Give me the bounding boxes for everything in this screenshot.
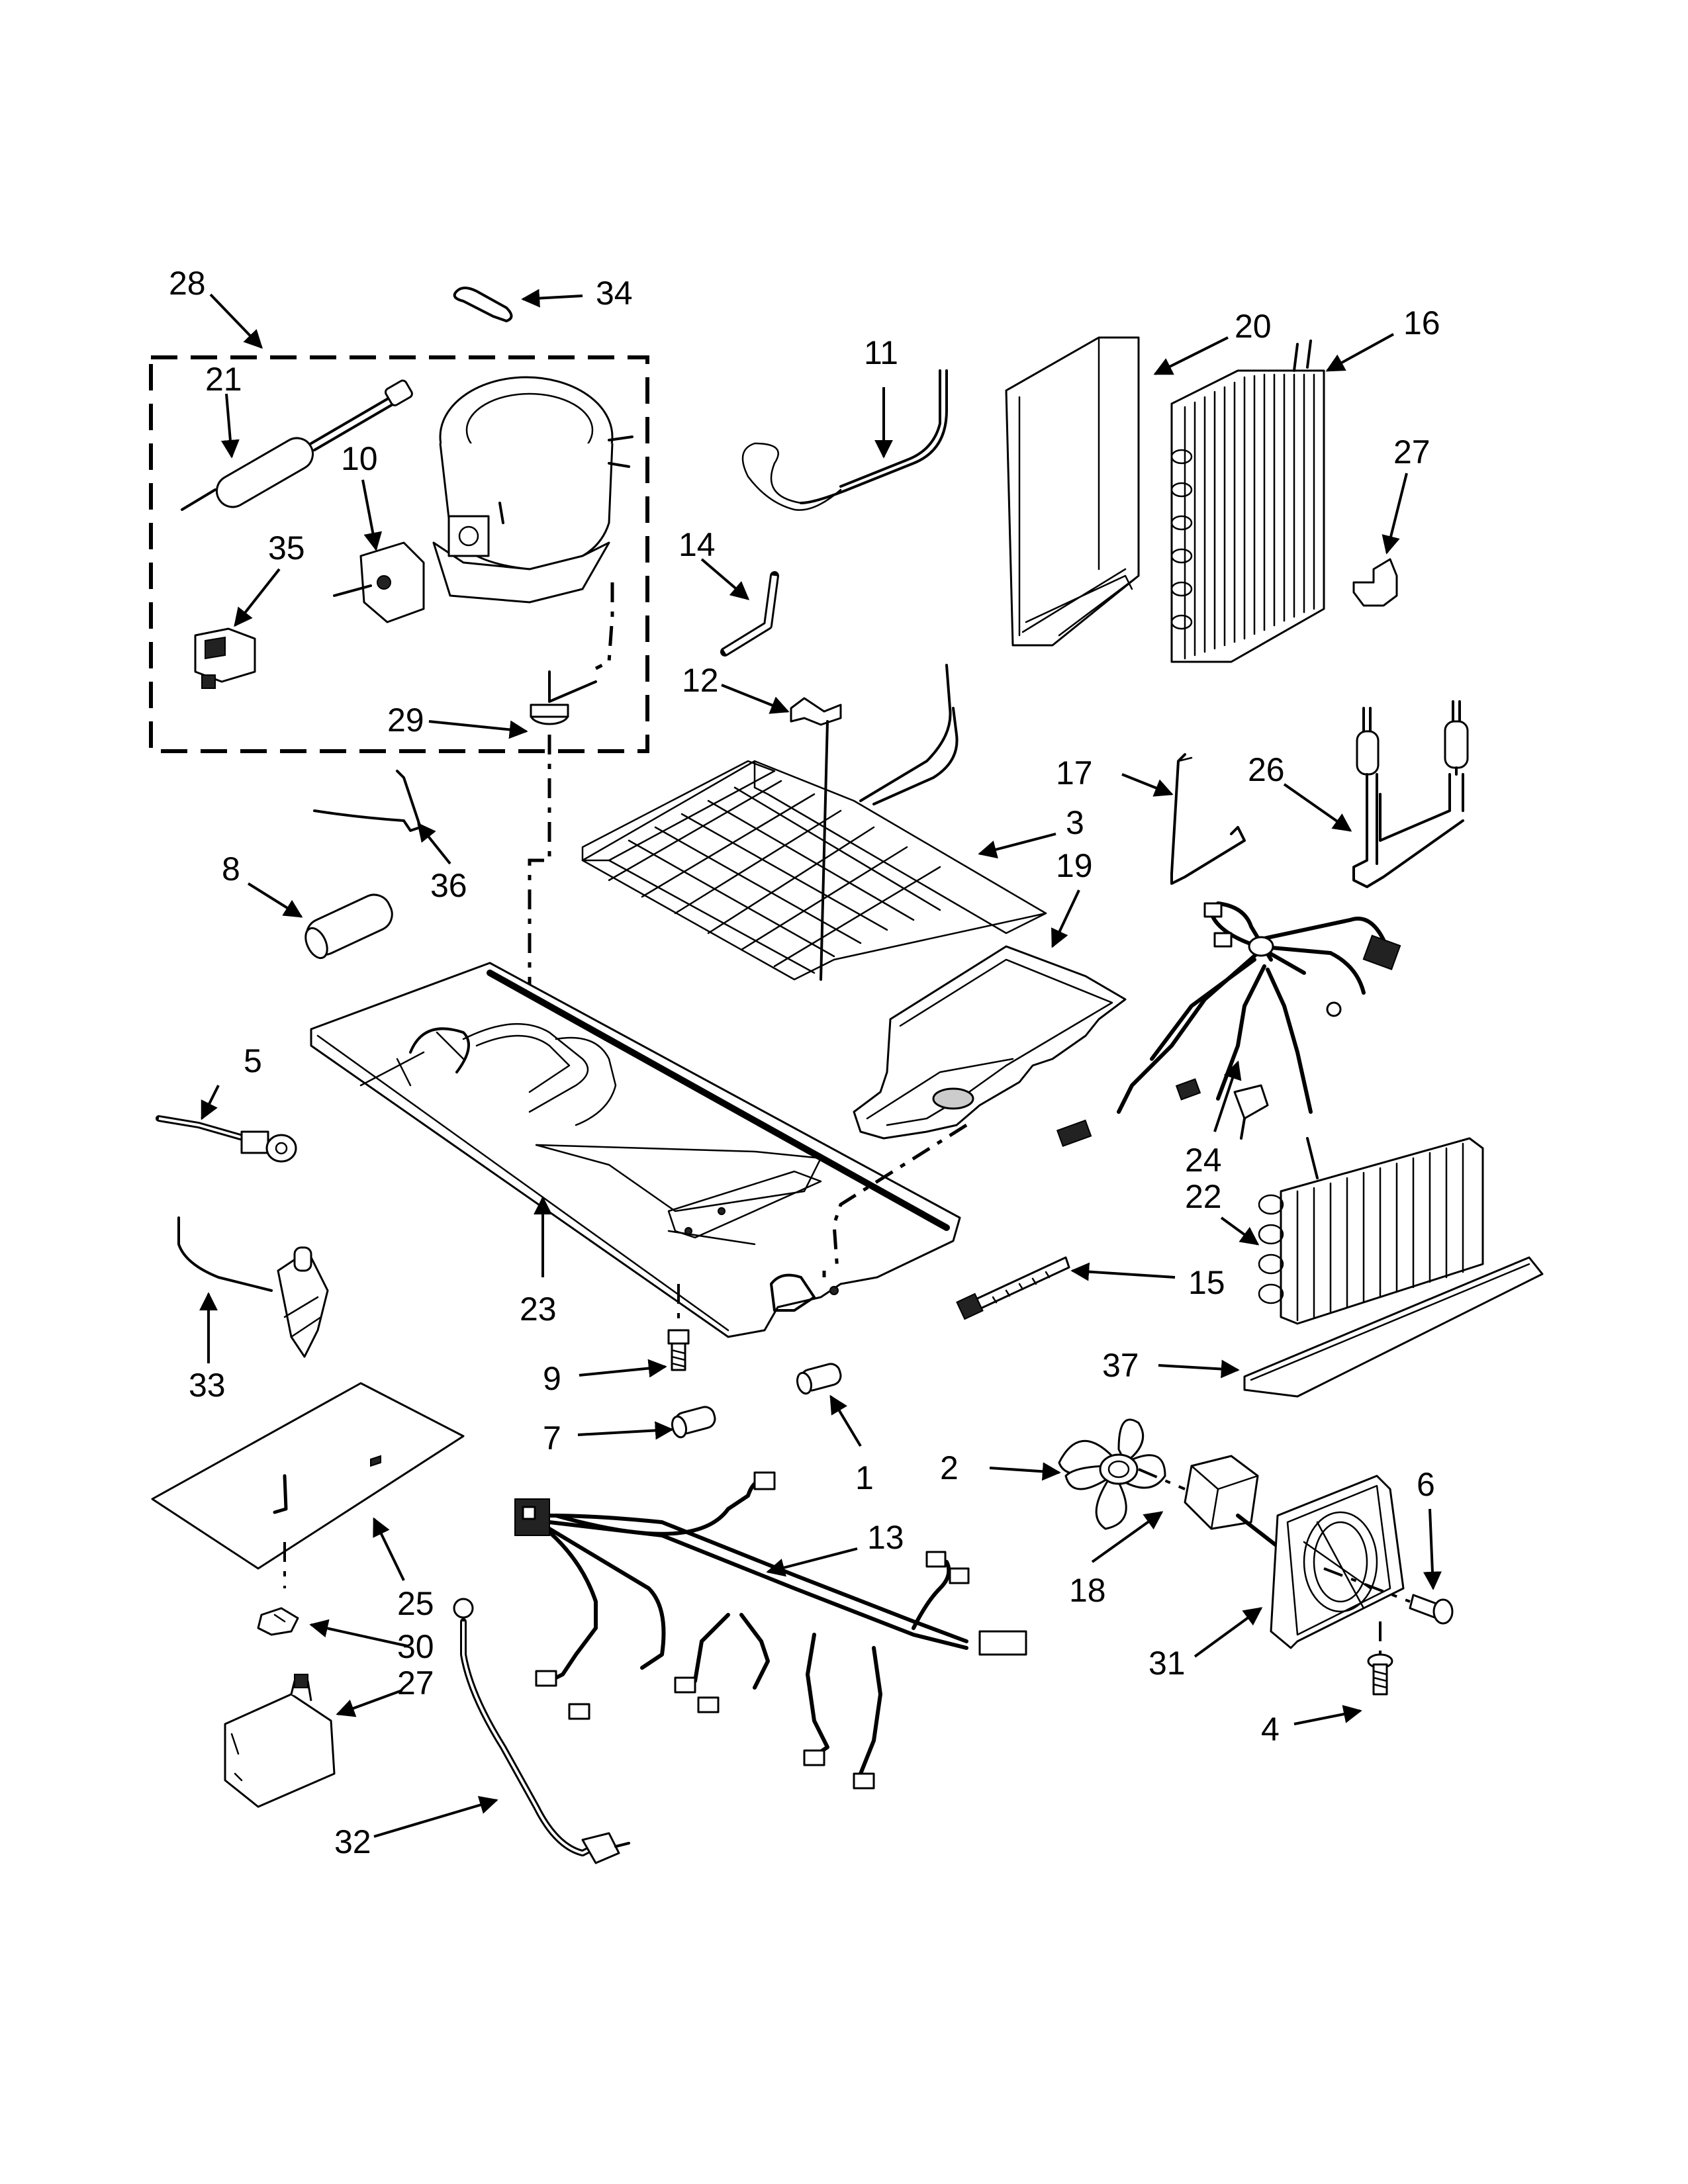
tube-insulation-drawing [305, 893, 393, 960]
callout-18: 18 [1069, 1572, 1106, 1609]
callout-34: 34 [596, 275, 633, 312]
callout-9: 9 [543, 1360, 561, 1397]
thermistor-5-drawing [156, 1115, 297, 1163]
clip-12-drawing [790, 697, 842, 726]
callout-2: 2 [940, 1449, 959, 1486]
callout-labels: 1 2 3 4 5 6 7 8 9 10 11 12 13 14 15 16 1… [169, 265, 1440, 1860]
compressor-kit-boundary [149, 355, 649, 753]
callout-36: 36 [430, 867, 467, 904]
evaporator-drawing [1170, 340, 1325, 663]
clip-30-drawing [257, 1607, 299, 1636]
callout-35: 35 [268, 529, 305, 567]
callout-37: 37 [1102, 1347, 1139, 1384]
screw-9-drawing [667, 1284, 690, 1371]
drain-tube-drawing [741, 369, 948, 511]
callout-5: 5 [244, 1042, 262, 1079]
callout-25: 25 [397, 1585, 434, 1622]
callout-21: 21 [205, 361, 242, 398]
compressor-drawing [432, 376, 633, 604]
callout-16: 16 [1403, 304, 1440, 341]
callout-1: 1 [855, 1459, 874, 1496]
tubing-26-drawing [1352, 700, 1469, 888]
callout-7: 7 [543, 1420, 561, 1457]
filter-drier-drawing [181, 379, 413, 511]
callout-19: 19 [1056, 847, 1093, 884]
bracket-17-drawing [1170, 753, 1246, 885]
callout-8: 8 [222, 850, 240, 887]
baffle-drawing [1243, 1256, 1544, 1398]
callout-23: 23 [520, 1291, 557, 1328]
callout-13: 13 [867, 1519, 904, 1556]
alignment-line-compressor [528, 582, 614, 1178]
condenser-drawing [1258, 1137, 1484, 1325]
grommet-7-drawing [671, 1406, 716, 1439]
strap-drawing [453, 287, 513, 322]
wire-clip-drawing [313, 770, 422, 832]
bushing-1-drawing [796, 1363, 842, 1395]
callout-29: 29 [387, 702, 424, 739]
callout-24: 24 [1185, 1142, 1222, 1179]
callout-4: 4 [1261, 1711, 1280, 1748]
callout-27b: 27 [397, 1664, 434, 1702]
wire-harness-13-drawing [514, 1471, 1027, 1790]
callout-31: 31 [1149, 1645, 1186, 1682]
leader-arrows [199, 289, 1442, 1838]
grommet-drawing [530, 670, 597, 725]
part-drawings [149, 287, 1544, 1864]
cord-32-drawing [453, 1598, 630, 1864]
callout-14: 14 [679, 526, 716, 563]
screw-6-drawing [1323, 1567, 1454, 1625]
callout-22: 22 [1185, 1178, 1222, 1215]
callout-12: 12 [682, 662, 719, 699]
callout-30: 30 [397, 1628, 434, 1665]
screw-4-drawing [1367, 1621, 1393, 1696]
insulation-sheet-drawing [151, 1382, 465, 1588]
callout-20: 20 [1235, 308, 1272, 345]
clip-top-drawing [1352, 558, 1398, 607]
drain-pan-drawing [853, 945, 1127, 1140]
callout-11: 11 [864, 334, 898, 371]
callout-6: 6 [1417, 1466, 1435, 1503]
defrost-thermostat-drawing [177, 1216, 329, 1358]
tube-14-drawing [720, 571, 779, 657]
defrost-heater-drawing [581, 664, 1047, 981]
fan-shroud-drawing [1270, 1475, 1405, 1649]
callout-33: 33 [189, 1367, 226, 1404]
callout-27a: 27 [1393, 433, 1430, 471]
start-relay-drawing [333, 541, 425, 623]
cover-27-drawing [224, 1674, 336, 1808]
alignment-line-drain-pan [822, 1123, 968, 1277]
overload-protector-drawing [194, 627, 256, 689]
callout-10: 10 [341, 440, 378, 477]
callout-26: 26 [1248, 751, 1285, 788]
wire-harness-24-drawing [1056, 901, 1401, 1148]
fan-blade-drawing [1058, 1418, 1166, 1530]
callout-3: 3 [1066, 804, 1084, 841]
callout-17: 17 [1056, 754, 1093, 792]
callout-15: 15 [1188, 1264, 1225, 1301]
callout-28: 28 [169, 265, 206, 302]
base-plate-drawing [310, 962, 961, 1338]
evaporator-cover-drawing [1005, 336, 1140, 647]
callout-32: 32 [334, 1823, 371, 1860]
cable-tie-drawing [956, 1256, 1070, 1320]
